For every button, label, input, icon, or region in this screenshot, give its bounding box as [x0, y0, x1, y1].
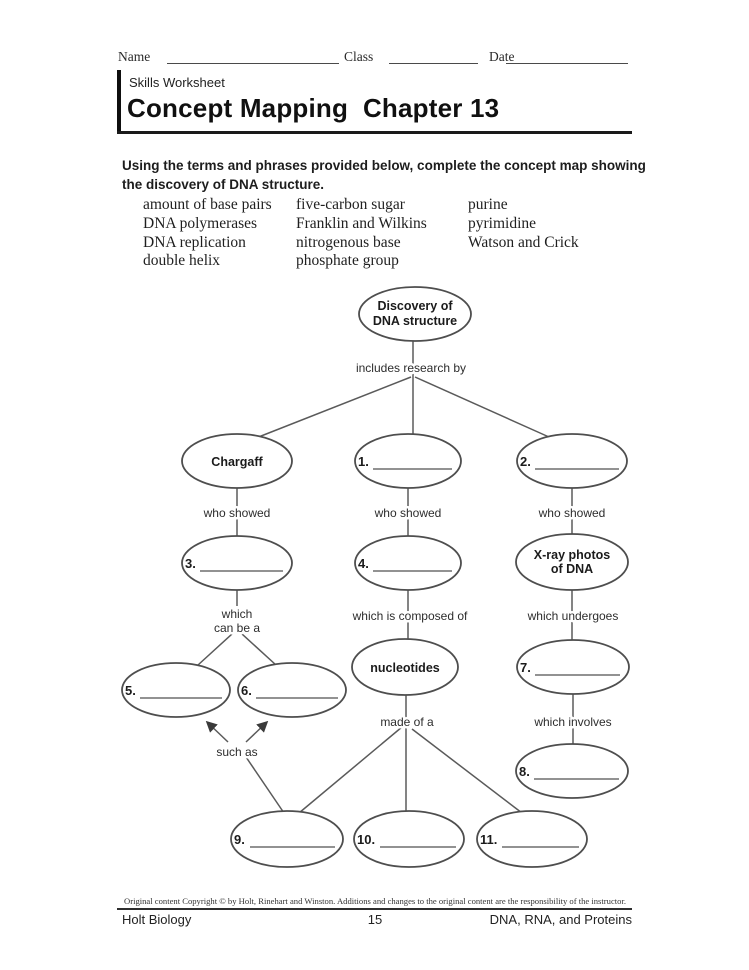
node-blank-10	[353, 810, 465, 868]
instructions-text: Using the terms and phrases provided bel…	[122, 158, 646, 193]
footer-page-number: 15	[367, 912, 383, 927]
blank-4-number: 4.	[358, 556, 369, 571]
which-label: which	[221, 607, 253, 621]
class-blank-line	[389, 63, 478, 64]
such-as-label: such as	[216, 745, 257, 759]
xray-label-line2: of DNA	[551, 562, 593, 576]
date-label: Date	[489, 49, 515, 64]
such-as-arrow-right	[245, 720, 269, 743]
node-blank-1	[354, 433, 462, 489]
node-blank-8	[515, 743, 629, 799]
node-blank-9	[230, 810, 344, 868]
blank-5-number: 5.	[125, 683, 136, 698]
word-bank-term: purine	[468, 196, 508, 213]
connector-lines	[197, 341, 574, 814]
node-blank-2	[516, 433, 628, 489]
title-underline	[117, 131, 632, 134]
node-nucleotides	[351, 638, 459, 696]
blank-6-number: 6.	[241, 683, 252, 698]
worksheet-type-label: Skills Worksheet	[129, 75, 225, 90]
node-blank-6	[237, 662, 347, 718]
who-showed-label-3: who showed	[538, 506, 606, 520]
word-bank-term: Franklin and Wilkins	[296, 214, 427, 232]
blank-1-number: 1.	[358, 454, 369, 469]
word-bank-term: five-carbon sugar	[296, 196, 405, 213]
word-bank-term: pyrimidine	[468, 214, 537, 232]
blank-9-number: 9.	[234, 832, 245, 847]
node-blank-4	[354, 535, 462, 591]
node-blank-7	[516, 639, 630, 695]
xray-label-line1: X-ray photos	[534, 548, 610, 562]
page-title: Concept Mapping Chapter 13	[127, 93, 500, 123]
root-label-line2: DNA structure	[373, 314, 457, 328]
node-xray	[515, 533, 629, 591]
node-blank-5	[121, 662, 231, 718]
made-of-a-label: made of a	[380, 715, 434, 729]
date-blank-line	[506, 63, 628, 64]
blank-8-number: 8.	[519, 764, 530, 779]
footer-rule	[117, 908, 632, 910]
copyright-text: Original content Copyright © by Holt, Ri…	[124, 896, 626, 906]
word-bank-term: DNA replication	[143, 233, 246, 251]
nucleotides-label: nucleotides	[370, 661, 440, 675]
edge-labels: includes research by who showed who show…	[200, 359, 621, 762]
footer-book-title: Holt Biology	[122, 912, 192, 927]
word-bank-term: double helix	[143, 252, 221, 270]
who-showed-label-2: who showed	[374, 506, 442, 520]
name-blank-line	[167, 63, 339, 64]
who-showed-label-1: who showed	[203, 506, 271, 520]
blank-11-number: 11.	[480, 832, 497, 847]
node-chargaff	[181, 433, 293, 489]
such-as-arrow-left	[205, 720, 229, 743]
word-bank-column-1: amount of base pairs DNA polymerases DNA…	[143, 196, 272, 271]
node-blank-11	[476, 810, 588, 868]
name-label: Name	[118, 49, 151, 64]
numbered-blanks: 1. 2. 3. 4. 5. 6. 7. 8. 9. 10. 11.	[125, 454, 620, 848]
footer-chapter-title: DNA, RNA, and Proteins	[489, 912, 632, 927]
node-blank-3	[181, 535, 293, 591]
word-bank-term: amount of base pairs	[143, 196, 272, 213]
root-label-line1: Discovery of	[377, 299, 453, 313]
includes-research-by-label: includes research by	[356, 361, 466, 375]
blank-2-number: 2.	[520, 454, 531, 469]
concept-nodes	[121, 286, 630, 868]
blank-10-number: 10.	[357, 832, 375, 847]
blank-7-number: 7.	[520, 660, 531, 675]
which-is-composed-of-label: which is composed of	[352, 609, 468, 623]
chargaff-label: Chargaff	[211, 455, 263, 469]
which-undergoes-label: which undergoes	[527, 609, 619, 623]
word-bank-term: Watson and Crick	[468, 233, 579, 251]
class-label: Class	[344, 49, 374, 64]
word-bank-term: nitrogenous base	[296, 233, 401, 251]
which-involves-label: which involves	[533, 715, 611, 729]
title-side-bar	[117, 70, 121, 133]
word-bank-column-3: purine pyrimidine Watson and Crick	[468, 196, 579, 252]
word-bank-term: DNA polymerases	[143, 214, 258, 232]
blank-3-number: 3.	[185, 556, 196, 571]
word-bank-term: phosphate group	[296, 252, 399, 270]
node-labels: Discovery of DNA structure Chargaff X-ra…	[211, 299, 610, 675]
can-be-a-label: can be a	[214, 621, 260, 635]
word-bank-column-2: five-carbon sugar Franklin and Wilkins n…	[296, 196, 427, 271]
node-root	[358, 286, 472, 342]
